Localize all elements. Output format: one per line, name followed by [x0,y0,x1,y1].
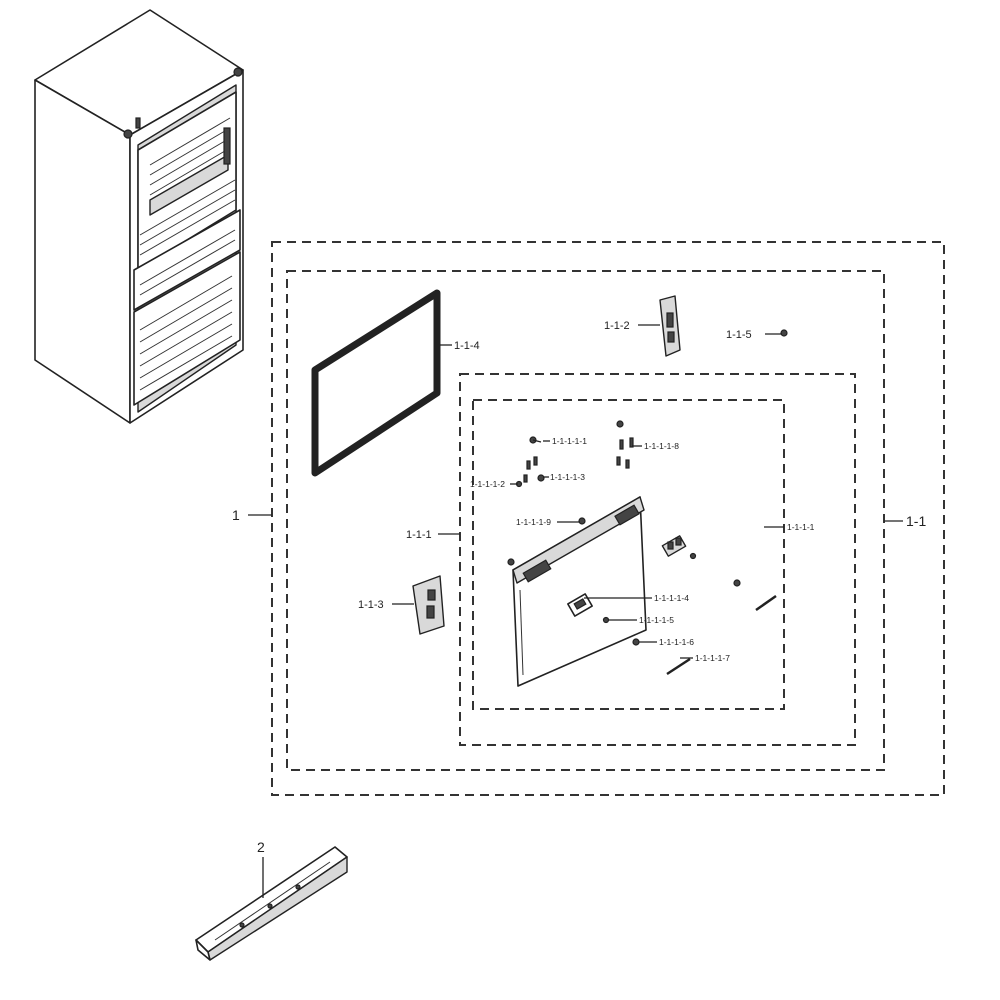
label-1-1-1-1-9: 1-1-1-1-9 [516,517,551,527]
drawer-rod-icon [666,594,777,676]
label-1-1-2: 1-1-2 [604,320,630,332]
assembly-1-1-1-1-boundary [472,399,785,710]
drawer-handle-icon [195,846,348,961]
label-1-1-1-1-7: 1-1-1-1-7 [695,653,730,663]
label-1-1-1-1-6: 1-1-1-1-6 [659,637,694,647]
assembly-1-1-1-boundary [459,373,856,746]
label-1-1-1-1: 1-1-1-1 [787,522,815,532]
label-1-1-1-1-8: 1-1-1-1-8 [644,441,679,451]
label-1-1-1-1-3: 1-1-1-1-3 [550,472,585,482]
drawer-door-panel-icon [512,496,687,687]
label-1: 1 [232,507,240,523]
label-1-1-1: 1-1-1 [406,529,432,541]
label-1-1-4: 1-1-4 [454,340,480,352]
assembly-1-boundary [271,241,945,796]
label-1-1-1-1-1: 1-1-1-1-1 [552,436,587,446]
door-hinge-icon [412,575,445,635]
label-1-1-5: 1-1-5 [726,329,752,341]
label-1-1-1-1-2: 1-1-1-1-2 [470,479,505,489]
door-hinge-icon [659,295,681,357]
screw-icon [780,329,788,337]
refrigerator-cabinet-icon [34,9,244,424]
label-1-1-1-1-5: 1-1-1-1-5 [639,615,674,625]
door-gasket-icon [311,289,441,477]
label-1-1-3: 1-1-3 [358,599,384,611]
label-2: 2 [257,839,265,855]
label-1-1-1-1-4: 1-1-1-1-4 [654,593,689,603]
label-1-1: 1-1 [906,513,926,529]
